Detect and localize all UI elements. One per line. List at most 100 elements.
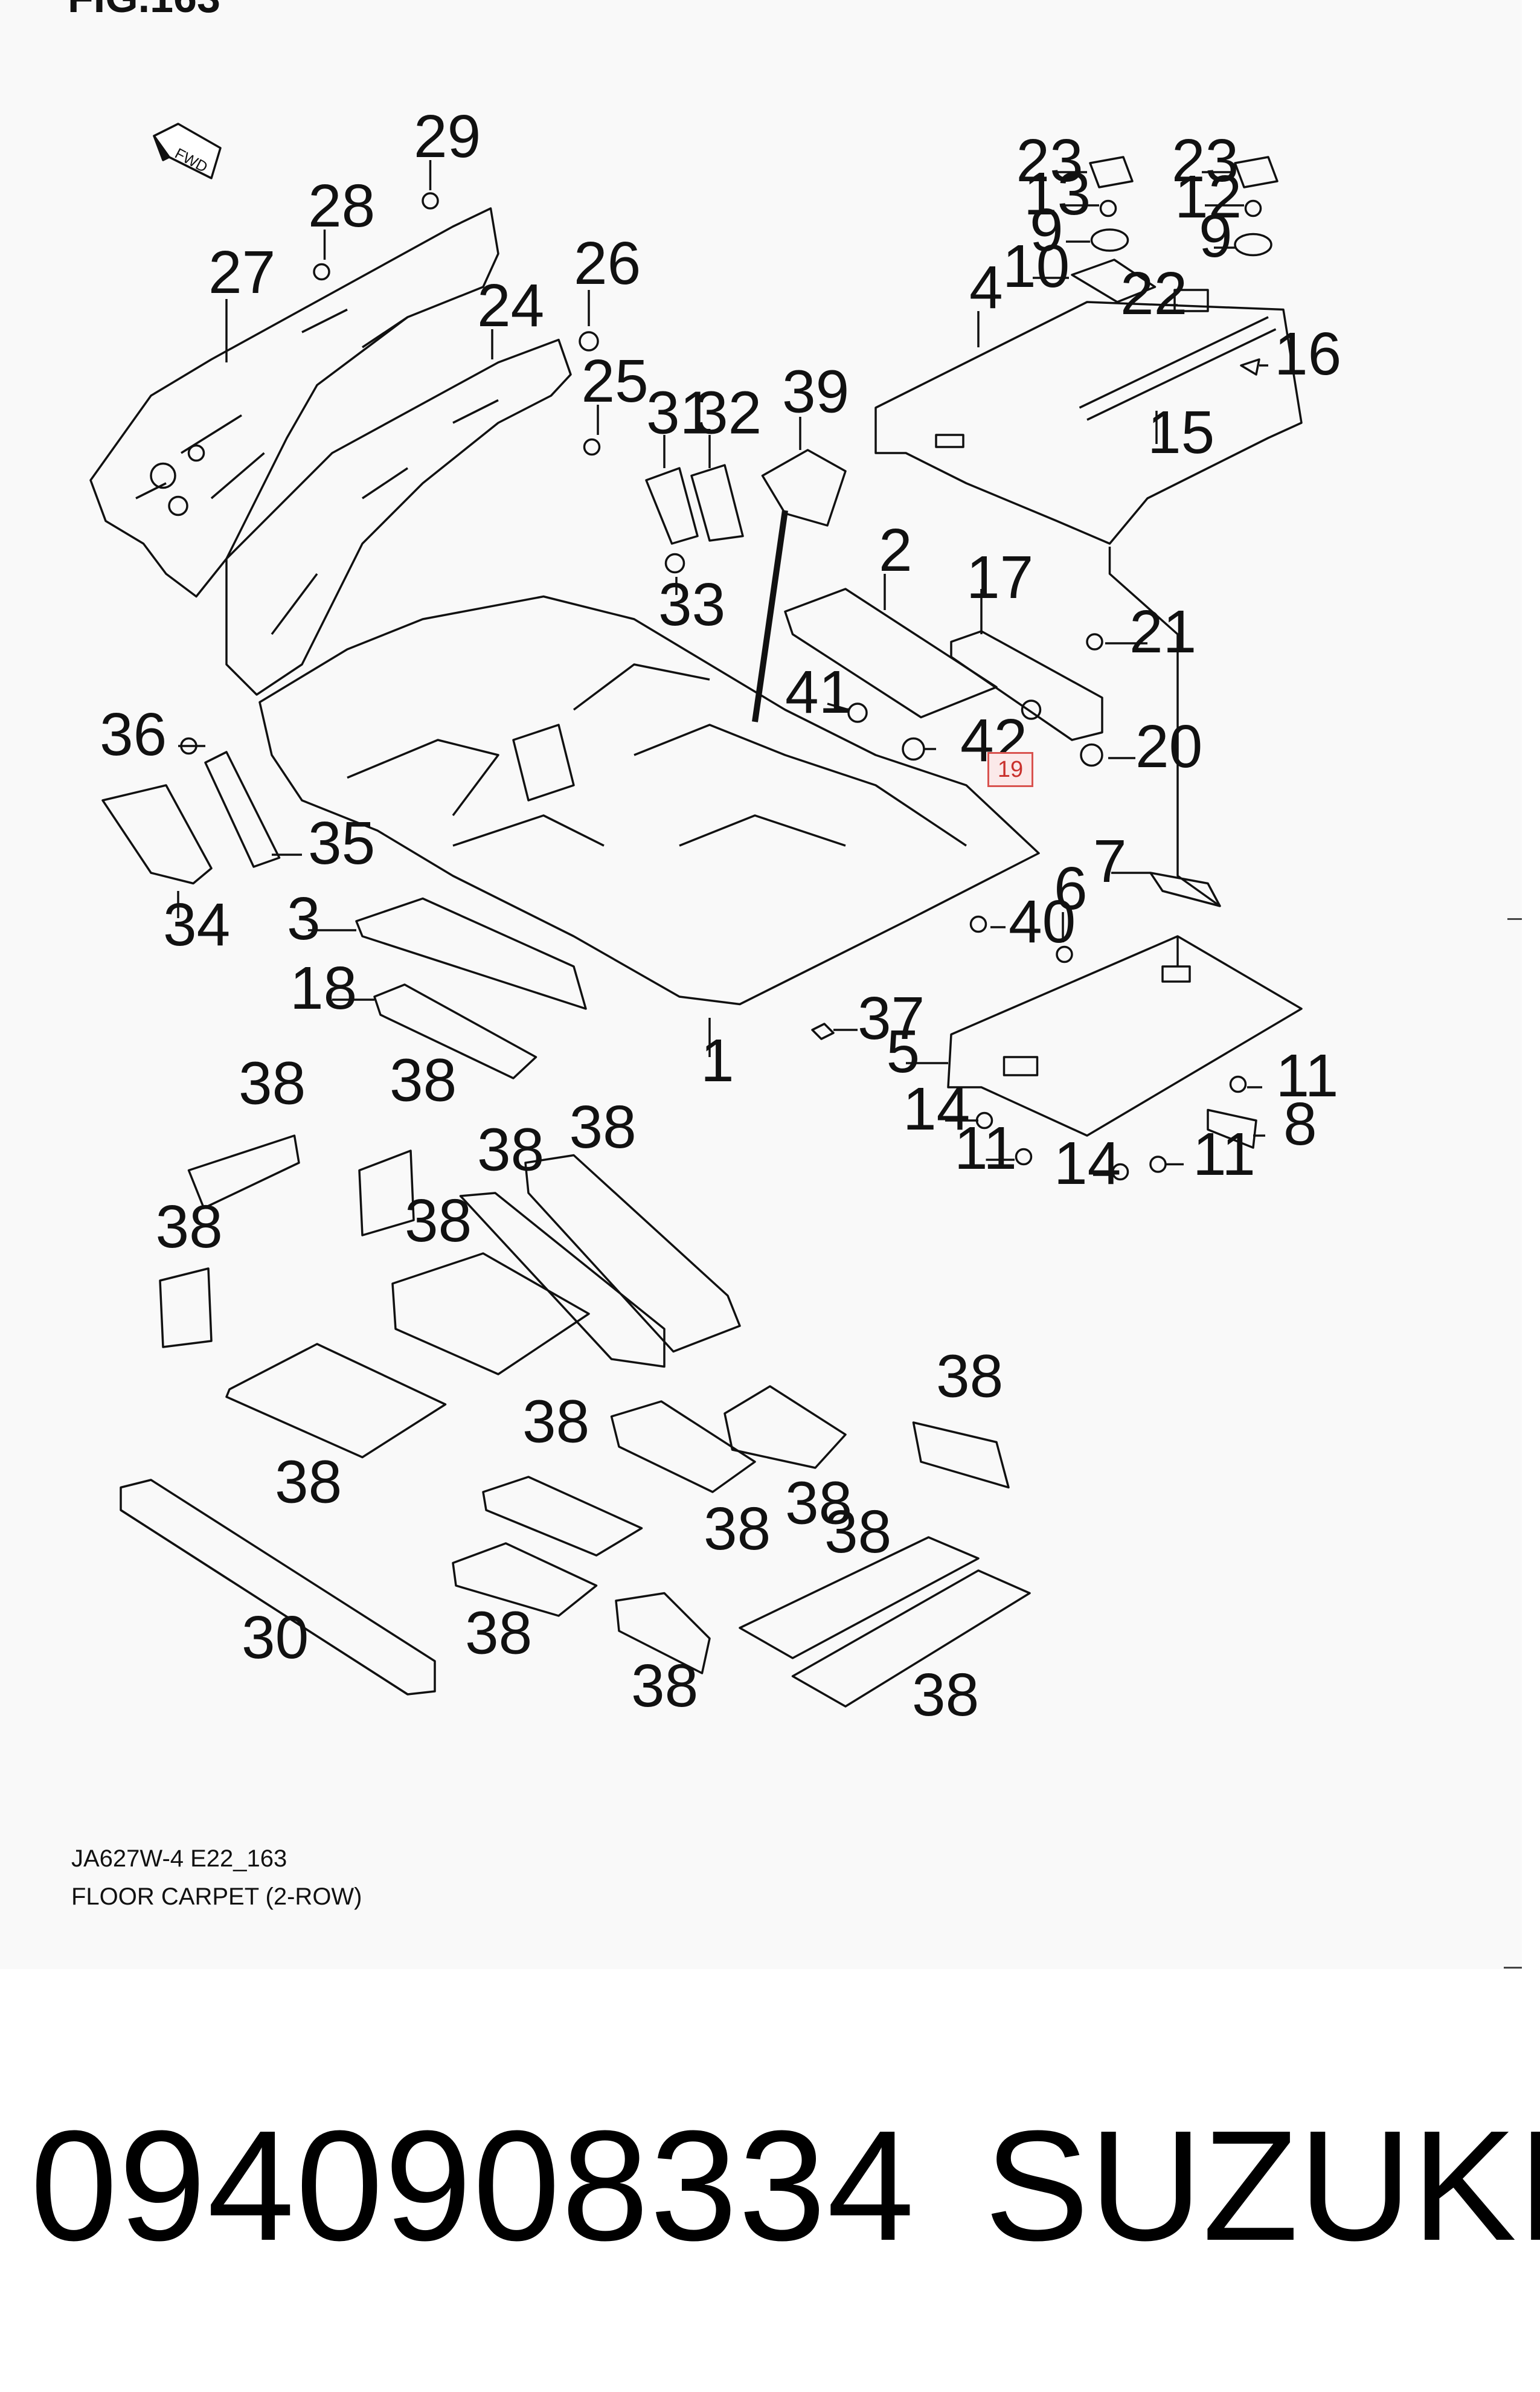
nut-26 xyxy=(579,331,599,352)
washer-9a xyxy=(1090,228,1129,252)
callout-38b: 38 xyxy=(390,1047,457,1114)
callout-28: 28 xyxy=(308,172,375,240)
clip-19 xyxy=(1021,699,1042,720)
callout-8: 8 xyxy=(1283,1090,1317,1158)
screw-11b xyxy=(1229,1075,1247,1093)
callout-6: 6 xyxy=(1054,855,1088,922)
figure-label: FIG.163 xyxy=(68,0,220,22)
bracket-part-8 xyxy=(1207,1108,1257,1149)
callout-38o: 38 xyxy=(912,1661,979,1729)
insulator-h xyxy=(610,1400,756,1493)
brand-name: SUZUKI xyxy=(984,2098,1540,2274)
insulator-l xyxy=(452,1542,598,1617)
callout-14b: 14 xyxy=(1054,1130,1121,1197)
pad-part-31 xyxy=(645,467,699,545)
insulator-c xyxy=(524,1154,741,1353)
clip-42 xyxy=(902,737,925,761)
callout-26: 26 xyxy=(574,230,641,297)
callout-38k: 38 xyxy=(785,1470,852,1537)
clip-28 xyxy=(313,263,330,281)
clip-6 xyxy=(1056,945,1073,963)
callout-34: 34 xyxy=(163,891,230,959)
highlighted-callout-19: 19 xyxy=(987,752,1033,787)
callout-38j: 38 xyxy=(704,1495,771,1563)
callout-10: 10 xyxy=(1003,233,1070,300)
callout-11a: 11 xyxy=(1276,1042,1339,1110)
trim-part-2 xyxy=(784,588,998,719)
callout-39: 39 xyxy=(782,358,849,426)
bracket-part-39 xyxy=(761,449,847,527)
insulator-o xyxy=(791,1569,1031,1708)
screw-13 xyxy=(1099,199,1117,217)
diagram-code: JA627W-4 E22_163 xyxy=(71,1845,287,1872)
dash-insulator-part xyxy=(89,207,499,598)
callout-14a: 14 xyxy=(903,1075,970,1143)
bracket-part-7 xyxy=(1149,872,1221,907)
callout-2: 2 xyxy=(879,516,913,584)
insulator-n xyxy=(739,1536,980,1659)
clip-20 xyxy=(1080,743,1103,767)
callout-22: 22 xyxy=(1120,260,1187,327)
callout-29: 29 xyxy=(414,103,481,170)
pad-part-32 xyxy=(690,464,744,542)
screw-12 xyxy=(1244,199,1262,217)
callout-13: 13 xyxy=(1024,160,1091,228)
callout-41: 41 xyxy=(785,658,852,726)
callout-32: 32 xyxy=(695,379,762,447)
callout-38l: 38 xyxy=(824,1498,891,1566)
cover-23a xyxy=(1089,156,1134,188)
fwd-arrow-icon xyxy=(153,123,222,179)
callout-37: 37 xyxy=(858,985,925,1052)
insulator-g xyxy=(225,1343,447,1459)
callout-16: 16 xyxy=(1274,320,1341,388)
cover-10 xyxy=(1071,259,1157,303)
callout-15: 15 xyxy=(1147,399,1214,466)
cover-23b xyxy=(1234,156,1279,188)
insulator-i xyxy=(723,1385,847,1469)
callout-35: 35 xyxy=(308,809,375,877)
callout-38c: 38 xyxy=(569,1093,637,1161)
part-number: 0940908334 xyxy=(30,2098,916,2274)
callout-31: 31 xyxy=(646,379,713,447)
insulator-f xyxy=(159,1267,213,1348)
callout-11b: 11 xyxy=(954,1114,1017,1182)
callout-27: 27 xyxy=(208,239,275,306)
callout-4: 4 xyxy=(969,254,1003,321)
callout-12: 12 xyxy=(1175,163,1242,231)
callout-38g: 38 xyxy=(275,1448,342,1516)
diagram-title: FLOOR CARPET (2-ROW) xyxy=(71,1883,362,1910)
edge-tick-right xyxy=(1507,918,1522,920)
screw-21 xyxy=(1086,633,1103,651)
dash-silencer-part xyxy=(225,338,572,696)
edge-tick-right-bottom xyxy=(1504,1967,1522,1969)
callout-24: 24 xyxy=(477,272,544,339)
insulator-a xyxy=(187,1134,300,1209)
callout-38d: 38 xyxy=(477,1116,544,1184)
rear-floor-carpet-part xyxy=(874,301,1303,545)
callout-36: 36 xyxy=(100,701,167,768)
screw-40 xyxy=(969,915,987,933)
marker-37 xyxy=(811,1023,835,1040)
callout-3: 3 xyxy=(287,885,321,953)
front-floor-carpet-part xyxy=(258,595,1040,1006)
washer-9b xyxy=(1234,233,1272,257)
callout-38i: 38 xyxy=(936,1343,1003,1410)
insulator-b xyxy=(358,1149,415,1236)
parts-diagram: 1 2 3 4 5 6 7 8 9 9 10 11 11 11 12 13 14… xyxy=(89,103,1341,1729)
callout-17: 17 xyxy=(966,544,1033,611)
callout-38f: 38 xyxy=(156,1193,223,1261)
screw-11a xyxy=(1015,1148,1033,1166)
callout-38a: 38 xyxy=(239,1050,306,1117)
callout-38m: 38 xyxy=(465,1599,532,1667)
insulator-d xyxy=(459,1192,666,1368)
callout-38h: 38 xyxy=(522,1388,589,1456)
clip-16 xyxy=(1240,358,1260,376)
callout-23b: 23 xyxy=(1172,127,1239,195)
trim-part-18 xyxy=(373,983,537,1079)
pad-part-35 xyxy=(204,751,281,868)
luggage-floor-carpet-part xyxy=(947,935,1303,1137)
callout-33: 33 xyxy=(658,571,725,638)
clip-25 xyxy=(583,438,601,456)
callout-7: 7 xyxy=(1093,828,1127,895)
callout-11c: 11 xyxy=(1193,1120,1256,1188)
